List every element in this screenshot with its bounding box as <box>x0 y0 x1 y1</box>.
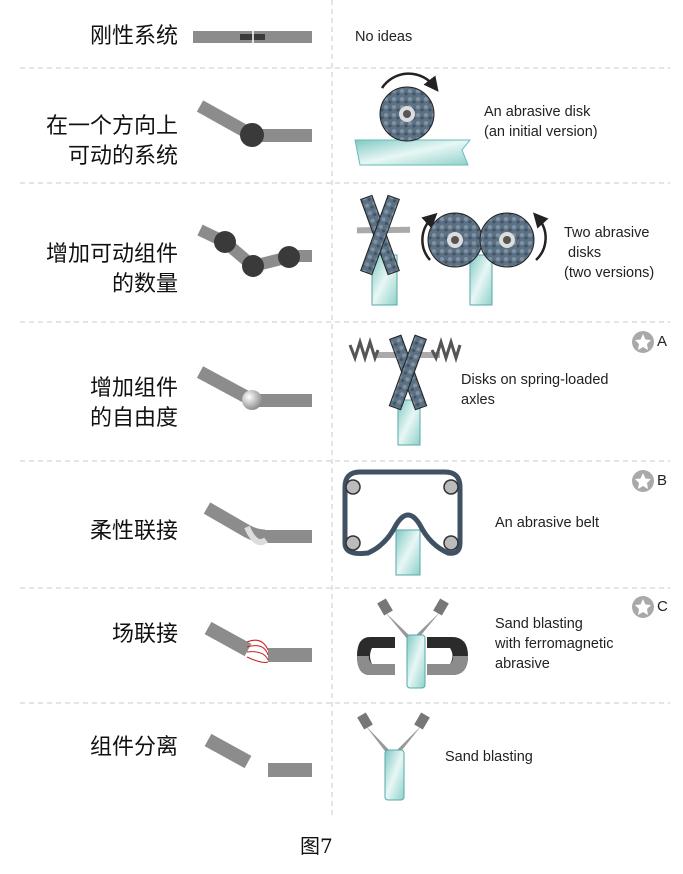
abrasive-disk-illustration <box>354 72 472 166</box>
principle-label: 组件分离 <box>90 733 178 763</box>
badge-label: C <box>657 598 668 615</box>
label-line: 组件分离 <box>89 735 178 760</box>
two-abrasive-disks-illustration <box>421 212 549 306</box>
label-line: 柔性联接 <box>89 519 178 544</box>
label-line: 的自由度 <box>89 406 178 431</box>
label-line: 刚性系统 <box>89 24 178 49</box>
badge-label: A <box>657 333 668 350</box>
separated-components-icon <box>204 733 312 777</box>
grid-dividers <box>20 0 670 815</box>
ball-joint-icon <box>196 366 312 410</box>
desc-line: An abrasive disk <box>484 104 591 120</box>
description: Sand blasting with ferromagnetic abrasive <box>495 614 613 674</box>
label-line: 场联接 <box>111 622 178 647</box>
desc-line: disks <box>564 245 602 261</box>
star-icon <box>635 334 651 615</box>
sand-blasting-illustration <box>357 712 430 801</box>
label-line: 增加组件 <box>89 376 178 401</box>
description: Sand blasting <box>445 747 533 767</box>
spring-loaded-disks-illustration <box>348 334 462 446</box>
principle-label: 在一个方向上可动的系统 <box>46 112 178 172</box>
label-line: 可动的系统 <box>67 144 178 169</box>
desc-line: axles <box>461 392 495 408</box>
label-line: 在一个方向上 <box>45 114 178 139</box>
desc-line: No ideas <box>355 29 413 45</box>
desc-line: Disks on spring-loaded <box>461 372 609 388</box>
description: No ideas <box>355 27 412 47</box>
principle-label: 场联接 <box>112 620 178 650</box>
desc-line: Sand blasting <box>495 616 583 632</box>
desc-line: with ferromagnetic <box>495 636 614 652</box>
desc-line: Sand blasting <box>445 749 533 765</box>
description: Two abrasive disks (two versions) <box>564 223 654 283</box>
desc-line: An abrasive belt <box>495 515 599 531</box>
abrasive-belt-illustration <box>342 469 463 576</box>
figure-caption: 图7 <box>300 834 333 858</box>
magnetic-sand-blasting-illustration <box>357 598 468 689</box>
description: Disks on spring-loaded axles <box>461 370 609 410</box>
rigid-system-icon <box>193 31 312 43</box>
principle-label: 刚性系统 <box>90 22 178 52</box>
label-line: 的数量 <box>111 272 178 297</box>
principle-label: 柔性联接 <box>90 517 178 547</box>
description: An abrasive belt <box>495 513 599 533</box>
description: An abrasive disk (an initial version) <box>484 102 598 142</box>
principle-label: 增加组件的自由度 <box>90 374 178 434</box>
label-line: 增加可动组件 <box>45 242 178 267</box>
field-joint-icon <box>204 621 312 663</box>
desc-line: (an initial version) <box>484 124 598 140</box>
flexible-joint-icon <box>203 502 312 546</box>
desc-line: (two versions) <box>564 265 655 281</box>
multiple-joints-icon <box>197 224 312 277</box>
principle-label: 增加可动组件的数量 <box>46 240 178 300</box>
badge-label: B <box>657 472 668 489</box>
crossed-disks-illustration <box>356 194 411 306</box>
desc-line: abrasive <box>495 656 550 672</box>
one-direction-joint-icon <box>196 100 312 147</box>
desc-line: Two abrasive <box>564 225 650 241</box>
